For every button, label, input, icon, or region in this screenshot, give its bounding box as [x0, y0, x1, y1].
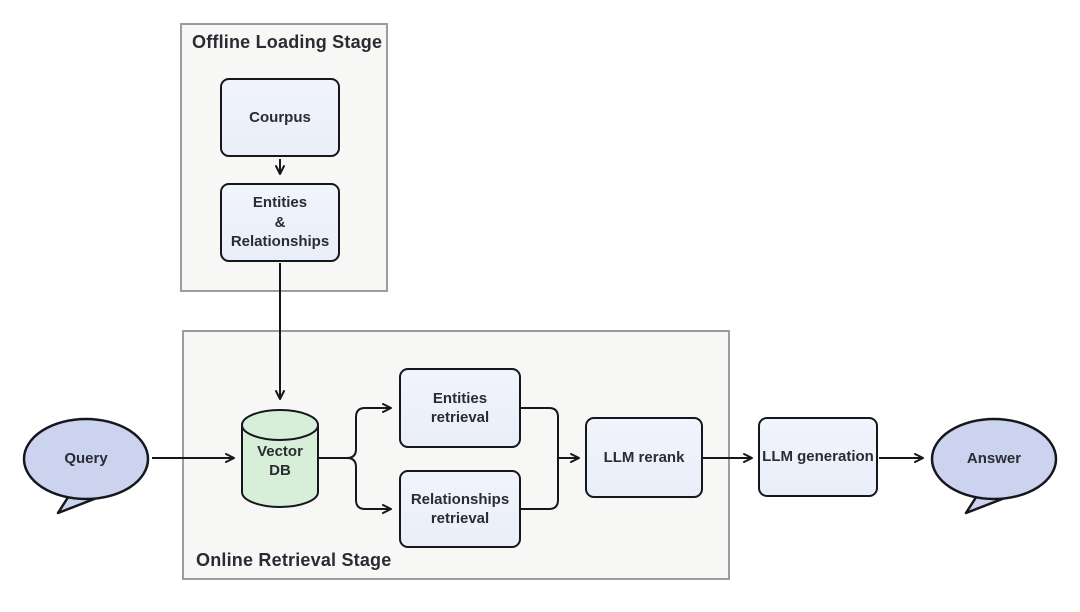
vector-db-cylinder: [241, 409, 319, 508]
corpus-node: Courpus: [220, 78, 340, 157]
llm-rerank-node: LLM rerank: [585, 417, 703, 498]
llm-generation-label: LLM generation: [762, 448, 874, 466]
entities-relationships-node: Entities & Relationships: [220, 183, 340, 262]
corpus-node-label: Courpus: [249, 108, 311, 126]
llm-generation-node: LLM generation: [758, 417, 878, 497]
answer-bubble: [930, 417, 1058, 515]
vector-db-label: Vector DB: [242, 440, 318, 482]
node-label-line: Relationships: [230, 233, 330, 251]
arrow-vectordb-to-entities-retrieval: [319, 403, 392, 459]
arrow-vectordb-to-relationships-retrieval: [319, 457, 392, 514]
entities-retrieval-node: Entities retrieval: [399, 368, 521, 448]
answer-label: Answer: [944, 444, 1044, 474]
node-label-line: retrieval: [430, 510, 490, 527]
answer-label-text: Answer: [966, 450, 1022, 468]
node-label-line: Entities: [432, 389, 488, 407]
node-label-line: retrieval: [430, 409, 490, 426]
online-stage-title: Online Retrieval Stage: [196, 550, 392, 570]
connector-relationships-retrieval-merge: [521, 458, 559, 510]
query-bubble: [22, 417, 150, 515]
query-label: Query: [36, 444, 136, 474]
node-label-line: &: [274, 213, 286, 231]
node-label-line: DB: [269, 462, 291, 479]
query-label-text: Query: [64, 450, 108, 468]
node-label-line: Relationships: [410, 490, 510, 508]
offline-stage-title: Offline Loading Stage: [192, 32, 383, 52]
node-label-line: Vector: [257, 442, 303, 460]
relationships-retrieval-node: Relationships retrieval: [399, 470, 521, 548]
llm-rerank-label: LLM rerank: [603, 448, 685, 466]
connector-entities-retrieval-merge: [521, 407, 559, 458]
node-label-line: Entities: [252, 194, 308, 212]
